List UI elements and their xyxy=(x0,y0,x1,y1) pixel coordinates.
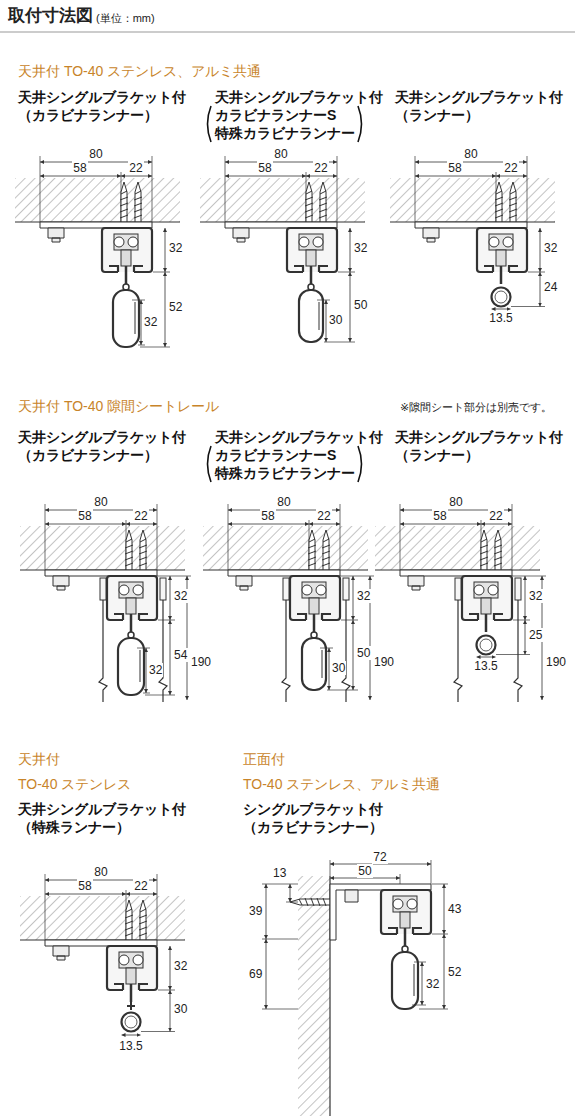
dimension-value: 80 xyxy=(88,147,103,161)
page-title: 取付寸法図 xyxy=(8,6,93,26)
panel-heading: 天井シングルブラケット付 xyxy=(395,428,563,446)
dimension-value: 13 xyxy=(272,866,287,880)
panel-heading: （カラビナランナー） xyxy=(18,446,158,464)
dimension-value: 25 xyxy=(528,628,543,642)
section-heading: 天井付 TO-40 隙間シートレール xyxy=(18,397,219,415)
panel-heading: 天井シングルブラケット付 xyxy=(215,428,383,446)
dimension-value: 69 xyxy=(248,967,263,981)
dimension-value: 50 xyxy=(357,864,372,878)
dimension-value: 30 xyxy=(331,661,346,675)
panel-heading: 特殊カラビナランナー xyxy=(215,464,355,482)
panel-heading: 天井シングルブラケット付 xyxy=(18,88,186,106)
dimension-value: 58 xyxy=(432,509,447,523)
dimension-value: 22 xyxy=(316,509,331,523)
dimension-value: 43 xyxy=(447,902,462,916)
unit-label: (単位：mm) xyxy=(96,11,155,25)
dimension-value: 32 xyxy=(543,241,558,255)
dimension-value: 39 xyxy=(248,904,263,918)
dimension-value: 80 xyxy=(463,147,478,161)
dimension-value: 80 xyxy=(93,865,108,879)
panel-heading: 天井シングルブラケット付 xyxy=(395,88,563,106)
dimension-value: 32 xyxy=(168,241,183,255)
dimension-value: 24 xyxy=(543,280,558,294)
dimension-value: 32 xyxy=(353,241,368,255)
panel-heading: （ランナー） xyxy=(395,106,479,124)
dimension-value: 58 xyxy=(260,509,275,523)
panel-heading: （特殊ランナー） xyxy=(18,818,130,836)
dimension-value: 190 xyxy=(190,655,212,669)
dimension-value: 72 xyxy=(372,850,387,864)
dimension-value: 80 xyxy=(276,495,291,509)
dimension-value: 52 xyxy=(168,300,183,314)
dimension-value: 50 xyxy=(356,646,371,660)
dimension-value: 32 xyxy=(356,589,371,603)
dimension-value: 54 xyxy=(173,648,188,662)
dimension-value: 22 xyxy=(133,879,148,893)
dimension-value: 30 xyxy=(173,1002,188,1016)
dimension-value: 52 xyxy=(447,965,462,979)
dimension-value: 13.5 xyxy=(488,311,513,325)
dimension-value: 32 xyxy=(173,589,188,603)
panel-heading: （ランナー） xyxy=(395,446,479,464)
section-heading: 天井付 xyxy=(18,750,60,768)
panel-heading: カラビナランナーS xyxy=(215,106,336,124)
dimension-value: 22 xyxy=(503,161,518,175)
section-heading: TO-40 ステンレス xyxy=(18,775,131,793)
dimension-value: 58 xyxy=(77,509,92,523)
dimension-value: 32 xyxy=(143,315,158,329)
dimension-value: 58 xyxy=(77,879,92,893)
dimension-value: 50 xyxy=(353,298,368,312)
dimension-value: 58 xyxy=(257,161,272,175)
section-heading: TO-40 ステンレス、アルミ共通 xyxy=(243,775,440,793)
panel-heading: シングルブラケット付 xyxy=(243,800,383,818)
dimension-value: 22 xyxy=(128,161,143,175)
dimension-value: 13.5 xyxy=(473,659,498,673)
dimension-value: 32 xyxy=(528,589,543,603)
panel-heading: 特殊カラビナランナー xyxy=(215,124,355,142)
dimension-value: 190 xyxy=(373,655,395,669)
dimension-value: 190 xyxy=(545,655,567,669)
section-heading: 天井付 TO-40 ステンレス、アルミ共通 xyxy=(18,62,261,80)
dimension-value: 32 xyxy=(148,663,163,677)
dimension-value: 22 xyxy=(133,509,148,523)
panel-heading: 天井シングルブラケット付 xyxy=(215,88,383,106)
dimension-value: 32 xyxy=(173,959,188,973)
dimension-value: 32 xyxy=(425,977,440,991)
dimension-value: 80 xyxy=(273,147,288,161)
dimension-value: 22 xyxy=(488,509,503,523)
dimension-value: 58 xyxy=(72,161,87,175)
dimension-value: 58 xyxy=(447,161,462,175)
panel-heading: カラビナランナーS xyxy=(215,446,336,464)
dimension-value: 22 xyxy=(313,161,328,175)
panel-heading: 天井シングルブラケット付 xyxy=(18,800,186,818)
dimension-value: 13.5 xyxy=(118,1039,143,1053)
dimension-value: 30 xyxy=(328,313,343,327)
panel-heading: （カラビナランナー） xyxy=(18,106,158,124)
dimension-value: 80 xyxy=(93,495,108,509)
note: ※隙間シート部分は別売です。 xyxy=(400,400,552,414)
dimension-value: 80 xyxy=(448,495,463,509)
panel-heading: （カラビナランナー） xyxy=(243,818,383,836)
section-heading: 正面付 xyxy=(243,750,285,768)
panel-heading: 天井シングルブラケット付 xyxy=(18,428,186,446)
